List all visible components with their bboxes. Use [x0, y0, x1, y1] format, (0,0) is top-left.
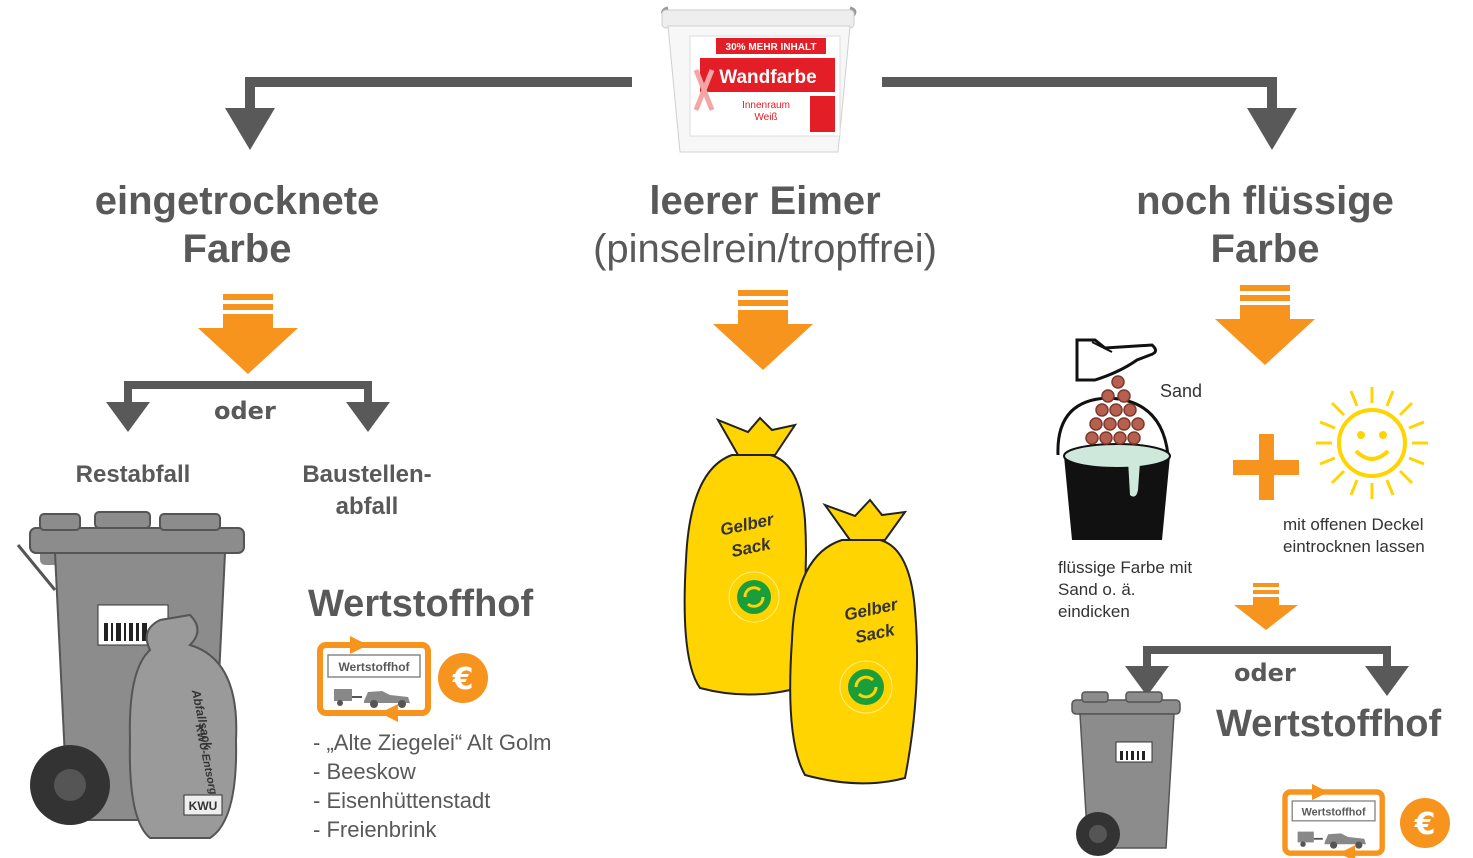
column-title-empty-bucket: leerer Eimer (pinselrein/tropffrei) [540, 177, 990, 273]
sand-label: Sand [1160, 381, 1203, 401]
euro-coin-icon-left: € [438, 653, 488, 703]
left-split-arrow [106, 381, 390, 432]
paint-pot-with-sand [1056, 375, 1171, 540]
or-label-right: oder [1234, 659, 1296, 687]
bucket-line-2: Weiß [754, 112, 777, 123]
yellow-bag-back: Gelber Sack [683, 416, 807, 696]
bucket-banner: 30% MEHR INHALT [726, 42, 817, 53]
step-dry-with-open-lid: mit offenen Deckel eintrocknen lassen [1283, 515, 1425, 556]
orange-arrow-right-small [1234, 583, 1298, 630]
option-residual-waste: Restabfall [75, 461, 191, 488]
step-thicken-with-sand: flüssige Farbe mit Sand o. ä. eindicken [1058, 558, 1193, 621]
column-title-dried-paint: eingetrocknete Farbe [52, 177, 422, 273]
euro-symbol: € [452, 662, 474, 697]
residual-waste-bin-small [1071, 691, 1181, 856]
location-item: - Beeskow [313, 759, 416, 784]
bucket-product-name: Wandfarbe [719, 67, 816, 88]
option-construction-waste: Baustellen-abfall [302, 461, 432, 520]
plus-icon [1233, 434, 1299, 500]
column-title-empty-bucket-text: leerer Eimer [649, 179, 881, 223]
euro-coin-icon-right: € [1400, 798, 1450, 848]
location-item: - Freienbrink [313, 817, 437, 842]
bucket-line-1: Innenraum [742, 100, 790, 111]
or-label-left: oder [214, 397, 276, 425]
column-title-liquid-paint: noch flüssige Farbe [1085, 177, 1445, 273]
euro-symbol: € [1414, 807, 1436, 842]
recycling-center-sign-left-label: Wertstoffhof [338, 660, 410, 674]
recycling-center-sign-left: Wertstoffhof [320, 636, 428, 722]
paint-bucket-image: 30% MEHR INHALT Wandfarbe Innenraum Weiß [661, 6, 857, 153]
orange-arrow-left [198, 294, 298, 374]
recycling-locations-list: - „Alte Ziegelei“ Alt Golm - Beeskow - E… [313, 728, 551, 844]
recycling-center-title-left: Wertstoffhof [308, 583, 534, 625]
orange-arrow-right [1215, 285, 1315, 365]
main-branch-arrow-right [882, 77, 1297, 150]
hand-pouring-sand-icon [1075, 338, 1157, 382]
yellow-bag-front: Gelber Sack [789, 498, 919, 785]
location-item: - „Alte Ziegelei“ Alt Golm [313, 730, 552, 755]
recycling-center-title-right: Wertstoffhof [1216, 703, 1442, 745]
column-title-dried-paint-text: eingetrocknete Farbe [94, 179, 380, 271]
recycling-center-sign-right-label: Wertstoffhof [1302, 806, 1366, 818]
location-item: - Eisenhüttenstadt [313, 788, 491, 813]
orange-arrow-center [713, 290, 813, 370]
column-subtitle-empty-bucket: (pinselrein/tropffrei) [593, 227, 937, 271]
bin-logo: KWU [189, 799, 218, 813]
right-split-arrow [1125, 646, 1409, 696]
column-title-liquid-paint-text: noch flüssige Farbe [1136, 179, 1394, 271]
sun-icon [1316, 387, 1428, 499]
main-branch-arrow-left [225, 77, 632, 150]
recycling-center-sign-right: Wertstoffhof [1285, 784, 1382, 858]
residual-waste-bin: Abfallsack KWU-Entsorgung KWU [16, 511, 245, 839]
